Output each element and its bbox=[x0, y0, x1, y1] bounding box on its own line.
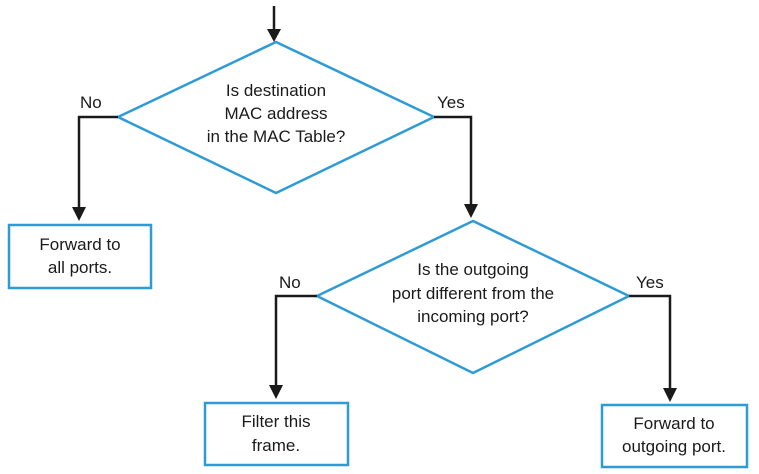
decision-mac-table-line-1: Is destination bbox=[226, 81, 326, 100]
action-forward-outgoing-port-line-1: Forward to bbox=[633, 414, 714, 433]
decision-mac-table-yes-label: Yes bbox=[437, 93, 465, 112]
decision-port-different-line-2: port different from the bbox=[392, 284, 554, 303]
decision-mac-table-line-2: MAC address bbox=[225, 104, 328, 123]
decision-mac-table-line-3: in the MAC Table? bbox=[207, 127, 346, 146]
yes-branch-arrowhead-2 bbox=[663, 388, 677, 402]
yes-branch-connector-2 bbox=[629, 294, 672, 389]
action-forward-all-ports bbox=[7, 223, 153, 290]
decision-port-different-line-1: Is the outgoing bbox=[417, 260, 529, 279]
yes-branch-arrowhead-1 bbox=[464, 204, 478, 218]
decision-port-different bbox=[314, 219, 632, 375]
yes-branch-connector-1 bbox=[434, 115, 473, 205]
action-forward-outgoing-port-line-2: outgoing port. bbox=[622, 437, 726, 456]
no-branch-connector-2 bbox=[274, 294, 317, 386]
action-forward-all-ports-line-2: all ports. bbox=[48, 258, 112, 277]
decision-port-different-no-label: No bbox=[279, 273, 301, 292]
decision-port-different-line-3: incoming port? bbox=[417, 307, 529, 326]
no-branch-arrowhead-2 bbox=[269, 385, 283, 399]
action-forward-all-ports-line-1: Forward to bbox=[39, 235, 120, 254]
decision-mac-table bbox=[115, 40, 437, 195]
no-branch-connector-1 bbox=[77, 115, 118, 208]
decision-mac-table-no-label: No bbox=[80, 93, 102, 112]
no-branch-arrowhead-1 bbox=[72, 207, 86, 221]
action-filter-frame-line-2: frame. bbox=[252, 436, 300, 455]
action-forward-outgoing-port bbox=[600, 403, 749, 469]
decision-port-different-yes-label: Yes bbox=[636, 273, 664, 292]
action-filter-frame-line-1: Filter this bbox=[242, 412, 311, 431]
action-filter-frame bbox=[203, 401, 350, 467]
entry-arrowhead bbox=[267, 29, 281, 42]
